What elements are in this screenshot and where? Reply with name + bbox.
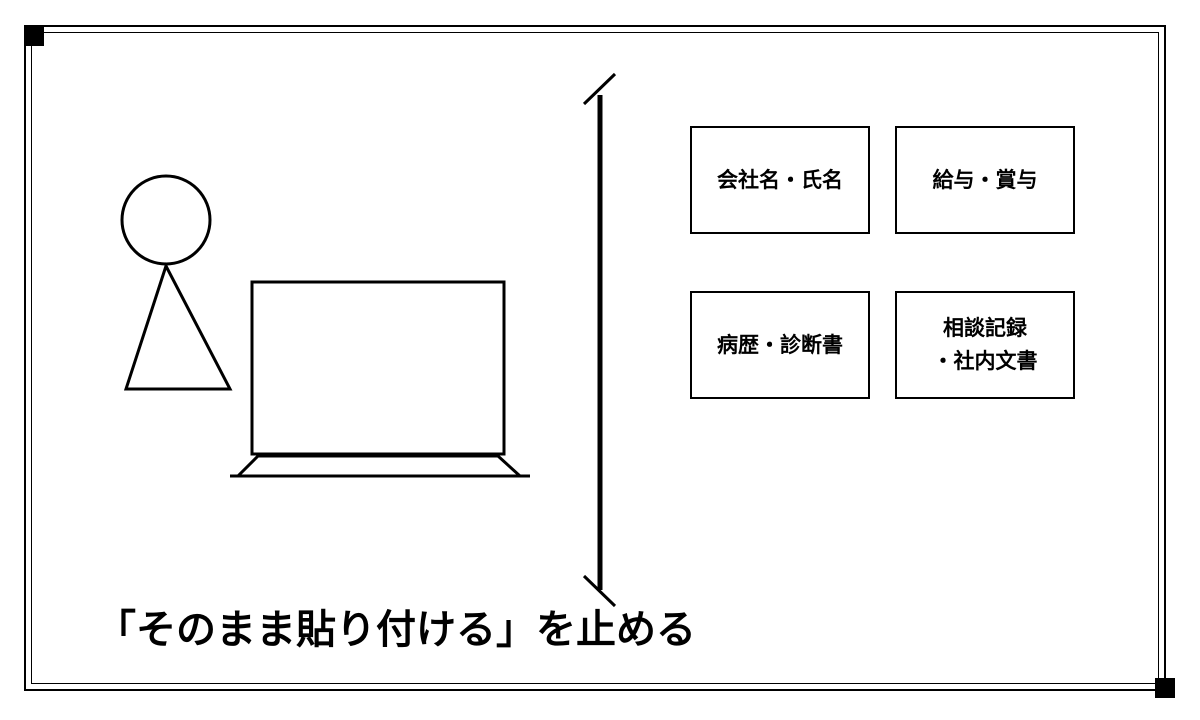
person-figure	[122, 176, 230, 389]
data-box-label: 病歴・診断書	[717, 329, 843, 362]
diagram-caption: 「そのまま貼り付ける」を止める	[96, 598, 896, 662]
data-box-label: 給与・賞与	[933, 164, 1038, 197]
person-head	[122, 176, 210, 264]
data-box-label: 相談記録 ・社内文書	[933, 312, 1038, 377]
laptop-screen	[252, 282, 504, 454]
barrier-divider	[584, 74, 615, 606]
data-box-company-name: 会社名・氏名	[690, 126, 870, 234]
data-box-consultation-records: 相談記録 ・社内文書	[895, 291, 1075, 399]
data-box-medical-history: 病歴・診断書	[690, 291, 870, 399]
laptop-keyboard-base	[238, 456, 520, 476]
person-body	[126, 266, 230, 389]
data-box-salary-bonus: 給与・賞与	[895, 126, 1075, 234]
data-box-label: 会社名・氏名	[717, 164, 843, 197]
laptop-icon	[230, 282, 530, 476]
